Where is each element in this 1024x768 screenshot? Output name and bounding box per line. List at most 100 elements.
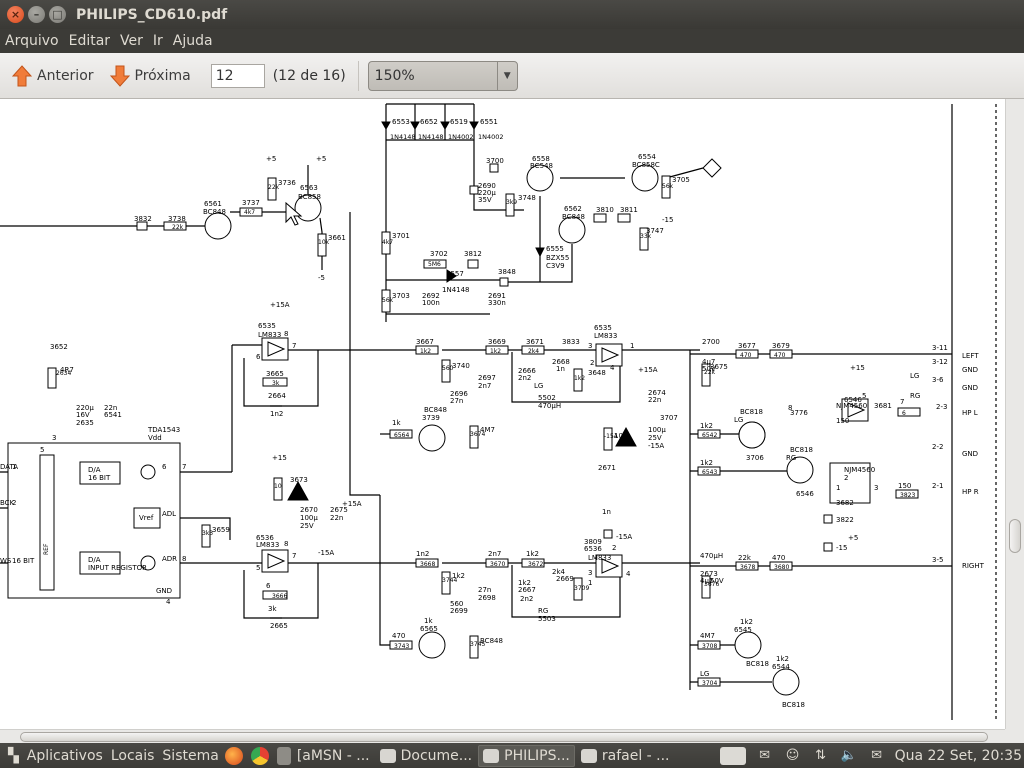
show-desktop-icon[interactable]: ▚ [8, 747, 19, 764]
schematic-label: 6544 [772, 663, 790, 671]
resistor [769, 561, 793, 571]
minimize-window-button[interactable]: – [28, 6, 45, 23]
schematic-label: 470 [740, 352, 752, 359]
schematic-label: 4M7 [480, 426, 495, 434]
maximize-window-button[interactable]: □ [49, 6, 66, 23]
menu-locais[interactable]: Locais [110, 747, 155, 764]
resistor [381, 289, 391, 313]
mail-icon[interactable]: ✉ [759, 747, 771, 763]
schematic-label: 3707 [660, 414, 678, 422]
schematic-label: 6565 [420, 625, 438, 633]
next-page-button[interactable]: Próxima [104, 59, 197, 93]
resistor [267, 177, 277, 201]
vertical-scrollbar-thumb[interactable] [1009, 519, 1021, 553]
page-number-input[interactable] [210, 63, 265, 88]
schematic-label: 6546 [844, 396, 862, 404]
clock[interactable]: Qua 22 Set, 20:35 [894, 747, 1022, 764]
schematic-label: 3700 [486, 157, 504, 165]
schematic-label: 1n [556, 365, 565, 373]
menu-ver[interactable]: Ver [120, 33, 143, 49]
vertical-scrollbar[interactable] [1005, 99, 1024, 729]
schematic-label: 2670 [300, 506, 318, 514]
schematic-label: 6541 [104, 411, 122, 419]
schematic-label: 10 [614, 432, 623, 440]
schematic-label: NJM4560 [836, 402, 867, 410]
schematic-label: 6536 [256, 534, 274, 542]
chrome-icon[interactable] [250, 746, 269, 765]
task-rafael[interactable]: rafael - ... [577, 745, 674, 767]
schematic-label: D/A [88, 466, 101, 474]
menu-arquivo[interactable]: Arquivo [5, 33, 59, 49]
previous-page-label: Anterior [37, 67, 94, 84]
resistor [769, 349, 793, 359]
menu-editar[interactable]: Editar [68, 33, 111, 49]
schematic-label: 330n [488, 299, 506, 307]
menu-sistema[interactable]: Sistema [162, 747, 219, 764]
schematic-label: 2698 [478, 594, 496, 602]
task-documents[interactable]: Docume... [376, 745, 477, 767]
schematic-label: 470µH [700, 552, 723, 560]
resistor [317, 233, 327, 257]
resistor [415, 345, 439, 355]
schematic-label: 7 [900, 398, 904, 406]
close-window-button[interactable]: × [7, 6, 24, 23]
schematic-label: 6562 [564, 205, 582, 213]
task-philips-pdf[interactable]: PHILIPS... [478, 744, 575, 767]
contacts-icon[interactable]: ☺ [785, 747, 800, 763]
schematic-label: +15A [342, 500, 362, 508]
schematic-label: INPUT REGISTOR [88, 564, 147, 572]
menu-ajuda[interactable]: Ajuda [172, 33, 213, 49]
schematic-label: 220µ [478, 189, 496, 197]
horizontal-scrollbar-thumb[interactable] [20, 732, 988, 742]
schematic-label: 3681 [874, 402, 892, 410]
schematic-label: 2673 [700, 570, 718, 578]
schematic-label: DATA [0, 463, 18, 471]
schematic-label: 4µ7 [702, 358, 715, 366]
schematic-label: 5M6 [428, 261, 441, 268]
wire [379, 495, 390, 646]
bottom-panel: ▚ Aplicativos Locais Sistema [aMSN - ...… [0, 743, 1024, 768]
firefox-icon[interactable] [224, 746, 243, 765]
network-icon[interactable]: ⇅ [815, 747, 827, 763]
page-count: (12 de 16) [272, 67, 346, 84]
resistor [701, 575, 711, 599]
users-icon[interactable] [276, 746, 291, 765]
workspace-switcher-icon[interactable] [719, 746, 746, 765]
schematic-label: 5503 [538, 615, 556, 623]
schematic-label: 3747 [646, 227, 664, 235]
schematic-label: 100µ [648, 426, 666, 434]
schematic-label: 6 [256, 353, 261, 361]
schematic-label: GND [156, 587, 172, 595]
menu-ir[interactable]: Ir [152, 33, 163, 49]
schematic-label: 6555 [546, 245, 564, 253]
previous-page-button[interactable]: Anterior [6, 59, 100, 93]
schematic-label: GND [962, 450, 978, 458]
schematic-label: -15 [662, 216, 673, 224]
task-label: PHILIPS... [504, 747, 570, 764]
schematic-label: 2696 [450, 390, 468, 398]
menu-aplicativos[interactable]: Aplicativos [26, 747, 103, 764]
resistor [573, 368, 583, 392]
schematic-label: 8 [182, 555, 186, 563]
schematic-label: 2k4 [552, 568, 566, 576]
transistor [772, 668, 800, 696]
horizontal-scrollbar[interactable] [0, 729, 1005, 743]
schematic-label: 3737 [242, 199, 260, 207]
schematic-label: 16 BIT [88, 474, 111, 482]
resistor [239, 207, 263, 217]
schematic-label: 3809 [584, 538, 602, 546]
schematic-label: 22n [104, 404, 117, 412]
schematic-label: 150 [836, 417, 849, 425]
menubar: Arquivo Editar Ver Ir Ajuda [0, 29, 1024, 53]
messages-icon[interactable]: ✉ [871, 747, 883, 763]
ic-box [79, 551, 121, 575]
schematic-label: +15 [850, 364, 865, 372]
task-amsn[interactable]: [aMSN - ... [293, 745, 374, 767]
schematic-label: 150 [898, 482, 911, 490]
schematic-label: 2664 [268, 392, 286, 400]
schematic-label: 3668 [420, 561, 435, 568]
zoom-select[interactable]: 150% ▼ [367, 60, 518, 91]
resistor [521, 345, 545, 355]
schematic-label: 3705 [672, 176, 690, 184]
volume-icon[interactable]: 🔈 [840, 747, 857, 763]
